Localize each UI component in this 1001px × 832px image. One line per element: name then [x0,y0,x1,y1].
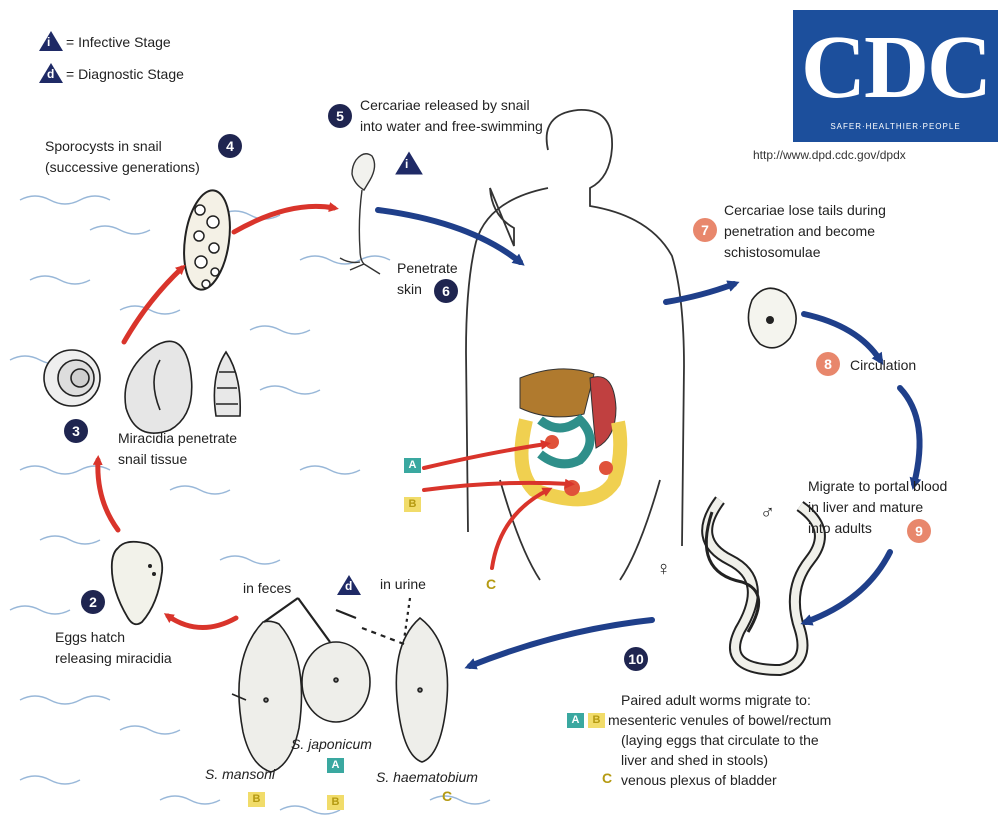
s-mansoni-label: S. mansoni [205,765,275,783]
step-10-line-4: liver and shed in stools) [621,751,768,769]
step-4-line-1: Sporocysts in snail [45,137,162,155]
s-japonicum-label: S. japonicum [291,735,372,753]
step-8-badge: 8 [816,352,840,376]
step-7-line-2: penetration and become [724,222,875,240]
step-4-badge: 4 [218,134,242,158]
step-3-line-2: snail tissue [118,450,187,468]
internal-organs-illustration [520,369,620,499]
in-urine-label: in urine [380,575,426,593]
step-3-badge: 3 [64,419,88,443]
step-2-badge: 2 [81,590,105,614]
step-6-line-1: Penetrate [397,259,458,277]
step-10-line-1: Paired adult worms migrate to: [621,691,811,709]
miracidium-illustration [112,542,162,625]
diagnostic-stage-letter: d [345,579,352,594]
cdc-logo: CDC SAFER·HEALTHIER·PEOPLE [793,10,998,142]
male-symbol: ♂ [760,504,775,522]
in-feces-label: in feces [243,579,291,597]
infective-triangle-icon [38,30,64,52]
step-10-line-3: (laying eggs that circulate to the [621,731,819,749]
legend-infective-letter: i [47,35,50,50]
cdc-logo-tagline: SAFER·HEALTHIER·PEOPLE [793,122,998,131]
step-5-badge: 5 [328,104,352,128]
step-5-infective-letter: i [405,157,408,172]
step-10-code-c: C [602,770,612,786]
japonicum-code-b: B [327,795,344,810]
sporocyst-illustration [178,187,235,292]
step-10-badge: 10 [624,647,648,671]
legend-diagnostic-text: = Diagnostic Stage [66,65,184,83]
step-2-line-2: releasing miracidia [55,649,172,667]
step-6-line-2: skin [397,280,422,298]
step-3-line-1: Miracidia penetrate [118,429,237,447]
female-symbol: ♀ [656,560,671,578]
s-haematobium-label: S. haematobium [376,768,478,786]
adult-worm-pair-illustration [706,500,820,670]
step-4-line-2: (successive generations) [45,158,200,176]
body-code-b: B [404,497,421,512]
mansoni-code-b: B [248,792,265,807]
step-10-code-a: A [567,713,584,728]
body-code-a: A [404,458,421,473]
cdc-url: http://www.dpd.cdc.gov/dpdx [753,148,906,162]
step-7-line-3: schistosomulae [724,243,821,261]
step-6-badge: 6 [434,279,458,303]
legend-diagnostic-letter: d [47,67,54,82]
step-9-badge: 9 [907,519,931,543]
step-9-line-1: Migrate to portal blood [808,477,947,495]
haematobium-code-c: C [442,788,452,804]
step-7-line-1: Cercariae lose tails during [724,201,886,219]
step-2-line-1: Eggs hatch [55,628,125,646]
step-5-line-1: Cercariae released by snail [360,96,530,114]
step-9-line-2: in liver and mature [808,498,923,516]
step-10-line-2: mesenteric venules of bowel/rectum [608,711,831,729]
human-body-outline [466,110,684,580]
step-8-line-1: Circulation [850,356,916,374]
blue-cycle-arrows [378,210,920,666]
step-5-infective-icon [394,150,424,176]
schistosomulum-illustration [748,288,796,348]
step-10-code-b: B [588,713,605,728]
japonicum-code-a: A [327,758,344,773]
step-9-line-3: into adults [808,519,872,537]
step-7-badge: 7 [693,218,717,242]
step-5-line-2: into water and free-swimming [360,117,543,135]
legend-infective-text: = Infective Stage [66,33,171,51]
step-10-line-5: venous plexus of bladder [621,771,777,789]
cdc-logo-text: CDC [793,20,998,116]
body-code-c: C [486,576,496,592]
